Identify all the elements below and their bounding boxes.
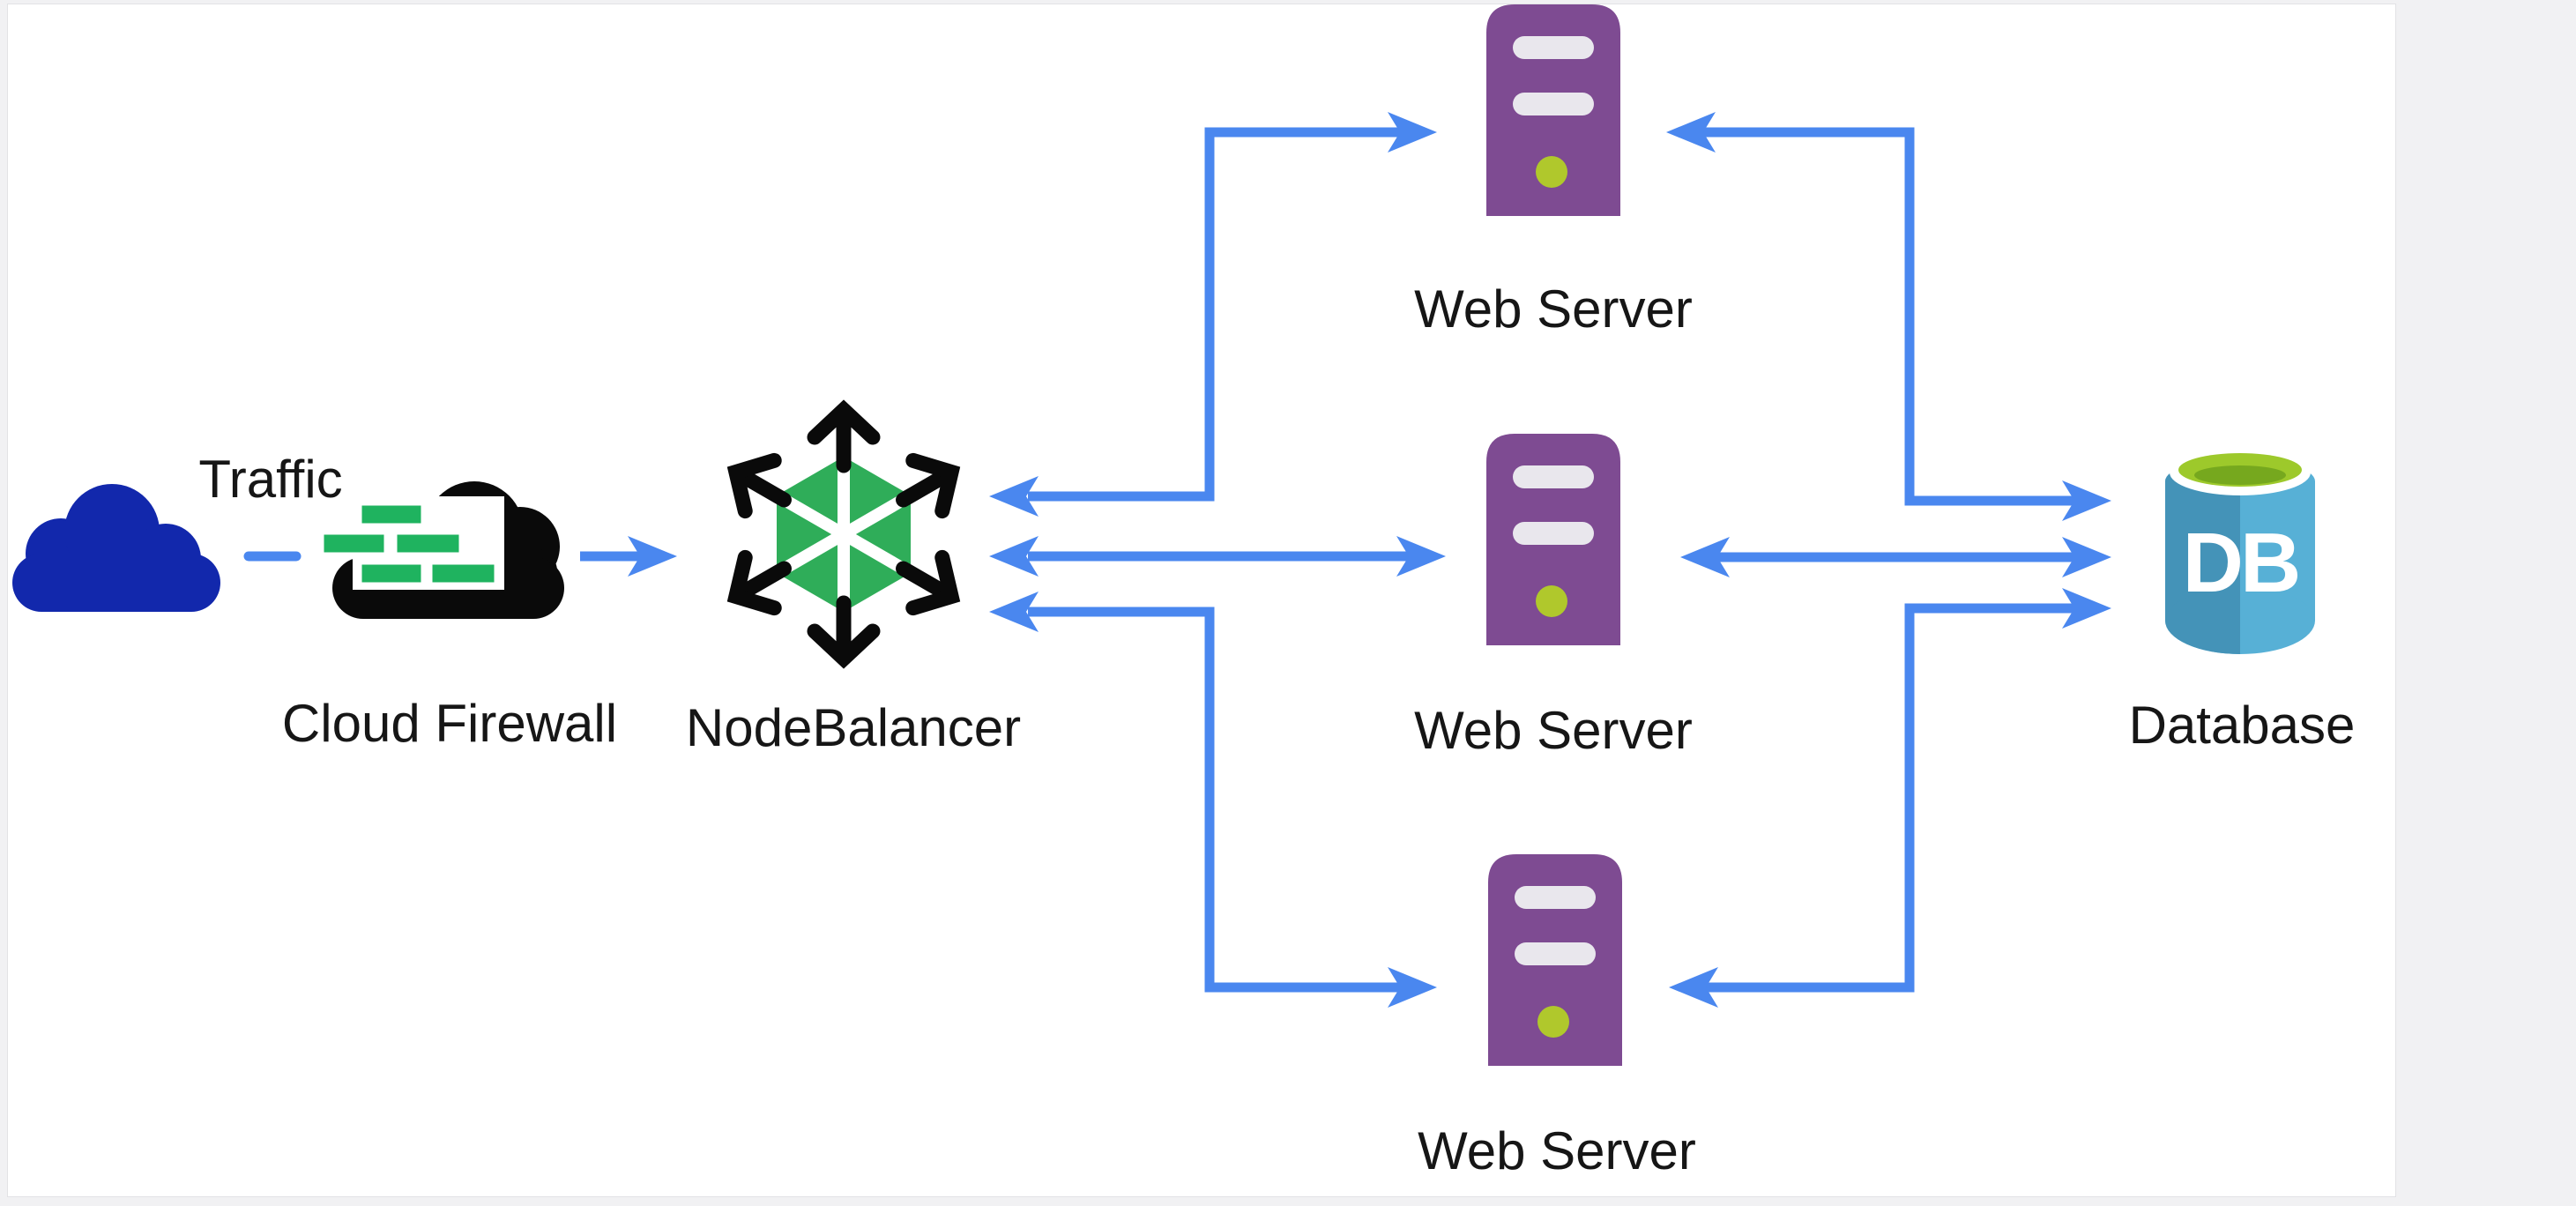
node-web-server-top	[1486, 4, 1620, 216]
server-tower-icon	[1488, 854, 1622, 1066]
server-tower-icon	[1486, 4, 1620, 216]
cloud-firewall-label: Cloud Firewall	[281, 694, 618, 753]
server-tower-icon	[1486, 434, 1620, 645]
web-server-top-label: Web Server	[1414, 279, 1693, 339]
nodebalancer-label: NodeBalancer	[685, 698, 1022, 757]
node-web-server-middle	[1486, 434, 1620, 645]
traffic-label: Traffic	[198, 450, 343, 509]
cloud-icon	[12, 484, 220, 612]
node-traffic	[11, 481, 222, 614]
node-cloud-firewall	[313, 480, 569, 626]
firewall-cloud-icon	[319, 481, 564, 619]
database-cylinder-icon: DB	[2165, 450, 2315, 654]
database-badge-text: DB	[2183, 516, 2298, 610]
web-server-bottom-label: Web Server	[1418, 1121, 1696, 1180]
node-database: DB	[2158, 446, 2322, 659]
node-nodebalancer	[716, 397, 972, 672]
database-label: Database	[2128, 696, 2356, 755]
node-web-server-bottom	[1488, 853, 1622, 1067]
nodebalancer-hexagon-icon	[716, 397, 972, 672]
web-server-middle-label: Web Server	[1414, 701, 1693, 760]
